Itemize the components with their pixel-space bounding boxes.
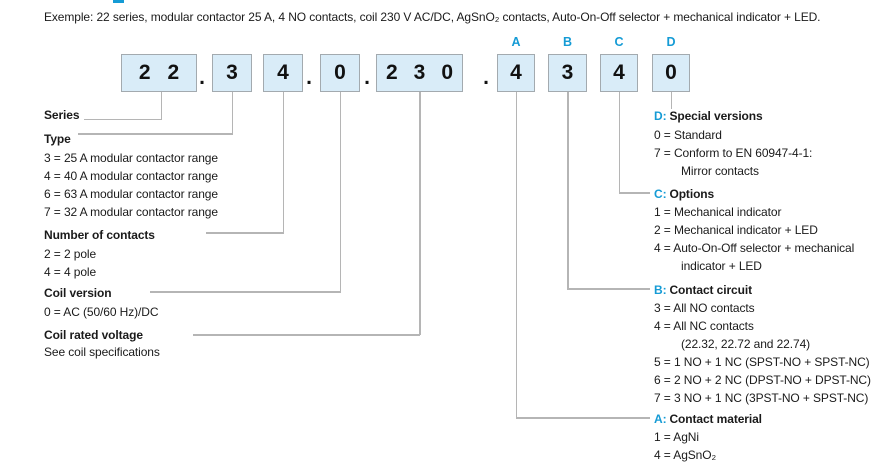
option-item: 4 = 40 A modular contactor range <box>44 169 218 183</box>
code-box-voltage: 230 <box>376 54 463 92</box>
option-item: 7 = 32 A modular contactor range <box>44 205 218 219</box>
option-item: 4 = AgSnO₂ <box>654 448 717 462</box>
option-item: 7 = 3 NO + 1 NC (3PST-NO + SPST-NC) <box>654 391 869 405</box>
code-box-contacts: 4 <box>263 54 303 92</box>
connector-series-horizontal <box>84 118 162 120</box>
column-letter-d: D <box>666 35 676 49</box>
column-letter-c: C <box>614 35 624 49</box>
code-value-voltage: 230 <box>385 61 470 84</box>
code-separator: . <box>306 66 312 89</box>
option-item: 3 = 25 A modular contactor range <box>44 151 218 165</box>
section-title-number-of-contacts: Number of contacts <box>44 228 155 242</box>
code-value-contacts: 4 <box>277 61 289 84</box>
section-letter-c: C: <box>654 187 667 201</box>
option-item: 0 = AC (50/60 Hz)/DC <box>44 305 159 319</box>
code-box-type: 3 <box>212 54 252 92</box>
connector-series-vertical <box>160 92 162 120</box>
connector-type-horizontal <box>78 133 233 135</box>
connector-a-horizontal <box>515 417 650 419</box>
connector-contacts-vertical <box>282 92 284 233</box>
column-letter-b: B <box>562 35 573 49</box>
connector-c-vertical <box>618 92 620 193</box>
connector-coil-voltage-vertical <box>419 92 421 335</box>
option-item-continuation: indicator + LED <box>681 259 762 273</box>
option-item: 5 = 1 NO + 1 NC (SPST-NO + SPST-NC) <box>654 355 870 369</box>
option-item: 0 = Standard <box>654 128 722 142</box>
section-title-text: Options <box>669 187 715 201</box>
section-title-text: Contact circuit <box>669 283 752 297</box>
code-value-d: 0 <box>665 61 677 84</box>
option-item-continuation: Mirror contacts <box>681 164 759 178</box>
option-item-continuation: (22.32, 22.72 and 22.74) <box>681 337 811 351</box>
option-item: See coil specifications <box>44 345 160 359</box>
option-item: 2 = Mechanical indicator + LED <box>654 223 818 237</box>
connector-coil-version-horizontal <box>150 291 341 293</box>
code-box-b: 3 <box>548 54 587 92</box>
code-value-series: 22 <box>138 61 197 84</box>
option-item: 2 = 2 pole <box>44 247 97 261</box>
code-box-a: 4 <box>497 54 535 92</box>
connector-b-horizontal <box>567 288 650 290</box>
code-box-d: 0 <box>652 54 690 92</box>
connector-coil-voltage-horizontal <box>193 334 420 336</box>
section-title-options: C:Options <box>654 188 714 200</box>
connector-b-vertical <box>567 92 569 289</box>
option-item: 4 = Auto-On-Off selector + mechanical <box>654 241 855 255</box>
option-item: 4 = 4 pole <box>44 265 97 279</box>
example-line: Exemple: 22 series, modular contactor 25… <box>44 10 821 24</box>
connector-type-vertical <box>231 92 233 134</box>
option-item: 6 = 2 NO + 2 NC (DPST-NO + DPST-NC) <box>654 373 871 387</box>
section-title-series: Series <box>44 108 80 122</box>
connector-a-vertical <box>515 92 517 418</box>
code-value-c: 4 <box>613 61 625 84</box>
connector-coil-version-vertical <box>339 92 341 292</box>
code-separator: . <box>364 66 370 89</box>
code-value-b: 3 <box>561 61 574 84</box>
code-box-c: 4 <box>600 54 638 92</box>
section-title-text: Contact material <box>669 412 762 426</box>
section-title-special-versions: D:Special versions <box>654 110 763 122</box>
section-title-text: Special versions <box>669 109 763 123</box>
code-value-type: 3 <box>226 61 238 84</box>
connector-d-vertical <box>670 92 672 109</box>
section-letter-a: A: <box>654 412 667 426</box>
code-value-a: 4 <box>510 61 522 84</box>
code-separator: . <box>199 66 205 89</box>
clipped-heading-mark <box>113 0 124 3</box>
section-title-coil-version: Coil version <box>44 286 112 300</box>
section-title-coil-rated-voltage: Coil rated voltage <box>44 328 143 342</box>
code-box-coil-version: 0 <box>320 54 360 92</box>
code-value-coil-version: 0 <box>334 61 346 84</box>
section-title-contact-circuit: B:Contact circuit <box>654 284 752 296</box>
code-separator: . <box>483 66 489 89</box>
option-item: 1 = AgNi <box>654 430 699 444</box>
option-item: 4 = All NC contacts <box>654 319 754 333</box>
option-item: 3 = All NO contacts <box>654 301 755 315</box>
code-box-series: 22 <box>121 54 197 92</box>
section-letter-d: D: <box>654 109 667 123</box>
connector-c-horizontal <box>618 192 650 194</box>
option-item: 6 = 63 A modular contactor range <box>44 187 218 201</box>
section-title-type: Type <box>44 132 71 146</box>
column-letter-a: A <box>511 35 521 49</box>
section-letter-b: B: <box>654 283 667 297</box>
option-item: 1 = Mechanical indicator <box>654 205 782 219</box>
option-item: 7 = Conform to EN 60947-4-1: <box>654 146 813 160</box>
connector-contacts-horizontal <box>206 232 284 234</box>
section-title-contact-material: A:Contact material <box>654 413 762 425</box>
